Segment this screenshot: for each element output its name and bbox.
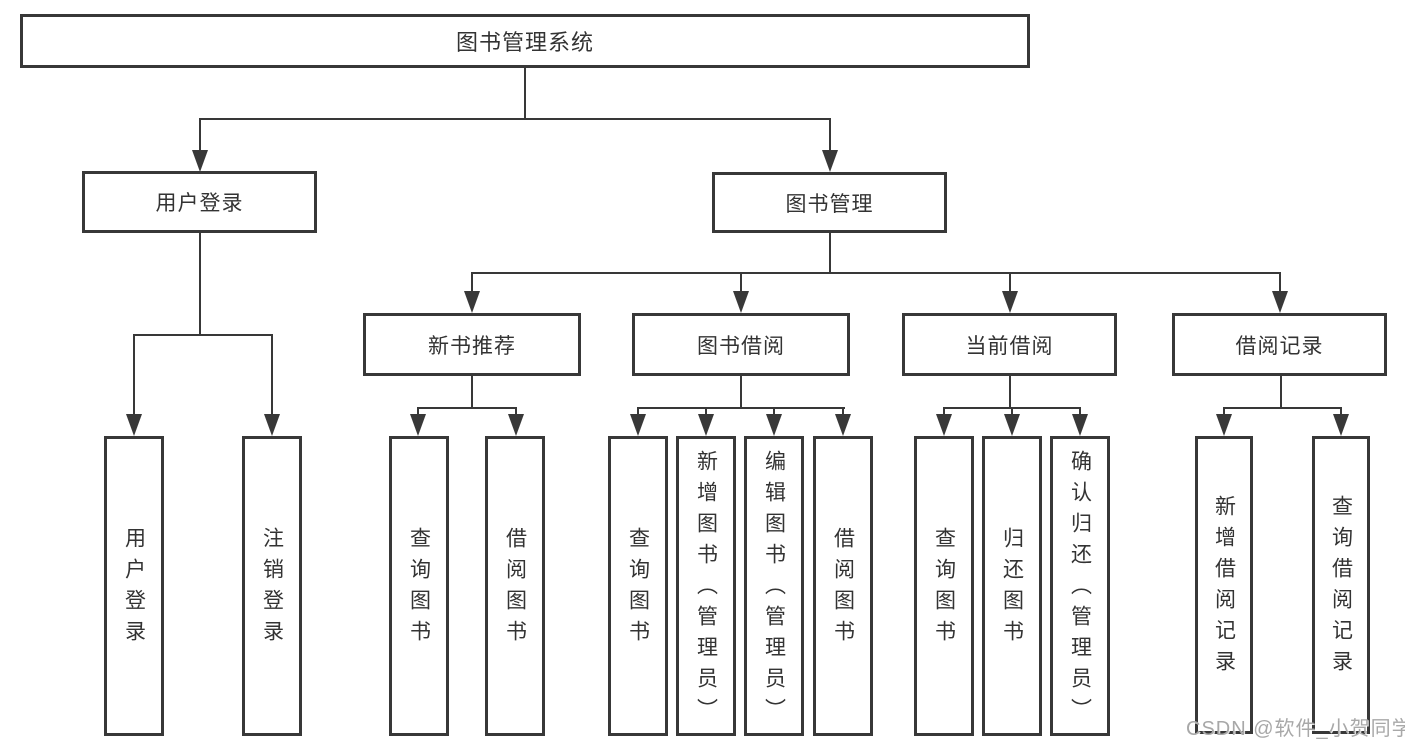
connector-to-leaf-query-book-current (943, 407, 945, 416)
connector-root-split-line (199, 118, 831, 120)
leaf-query-book-rec: 查询图书 (389, 436, 449, 736)
arrow-to-leaf-edit-book-icon (766, 414, 782, 436)
leaf-borrow-book-rec: 借阅图书 (485, 436, 545, 736)
arrow-to-leaf-add-borrow-record-icon (1216, 414, 1232, 436)
connector-to-leaf-user-login (133, 334, 135, 416)
leaf-user-login-label: 用户登录 (122, 527, 146, 651)
connector-to-leaf-query-book-rec (417, 407, 419, 416)
node-new-book-recommend-label: 新书推荐 (428, 334, 516, 358)
connector-to-leaf-confirm-return (1079, 407, 1081, 416)
arrow-to-leaf-query-book-rec-icon (410, 414, 426, 436)
leaf-logout-label: 注销登录 (260, 527, 284, 651)
leaf-add-borrow-record-label: 新增借阅记录 (1212, 495, 1236, 681)
connector-new-book-recommend-stem (471, 376, 473, 409)
connector-to-leaf-add-borrow-record (1223, 407, 1225, 416)
leaf-edit-book-label: 编辑图书（管理员） (762, 449, 786, 729)
node-book-borrow: 图书借阅 (632, 313, 850, 376)
leaf-borrow-book-borrow: 借阅图书 (813, 436, 873, 736)
leaf-confirm-return: 确认归还（管理员） (1050, 436, 1110, 736)
arrow-to-leaf-logout-icon (264, 414, 280, 436)
leaf-query-book-current: 查询图书 (914, 436, 974, 736)
leaf-add-book-label: 新增图书（管理员） (694, 449, 718, 729)
connector-book-management-split-line (471, 272, 1281, 274)
connector-to-leaf-logout (271, 334, 273, 416)
connector-user-login-stem (199, 233, 201, 336)
arrow-to-leaf-add-book-icon (698, 414, 714, 436)
connector-to-book-borrow (740, 272, 742, 293)
arrow-to-leaf-query-book-borrow-icon (630, 414, 646, 436)
connector-borrow-record-stem (1280, 376, 1282, 409)
node-book-management-label: 图书管理 (785, 192, 874, 216)
connector-to-book-management (829, 118, 831, 152)
connector-root-stem (524, 68, 526, 120)
node-user-login: 用户登录 (82, 171, 317, 233)
connector-to-current-borrow (1009, 272, 1011, 293)
leaf-add-borrow-record: 新增借阅记录 (1195, 436, 1253, 734)
connector-to-leaf-edit-book (773, 407, 775, 416)
arrow-to-leaf-return-book-icon (1004, 414, 1020, 436)
node-book-management: 图书管理 (712, 172, 947, 233)
arrow-to-current-borrow-icon (1002, 291, 1018, 313)
connector-to-leaf-query-borrow-record (1340, 407, 1342, 416)
node-root-label: 图书管理系统 (455, 30, 594, 55)
leaf-query-borrow-record: 查询借阅记录 (1312, 436, 1370, 734)
leaf-query-book-rec-label: 查询图书 (407, 527, 431, 651)
connector-to-borrow-record (1279, 272, 1281, 293)
node-new-book-recommend: 新书推荐 (363, 313, 581, 376)
leaf-borrow-book-borrow-label: 借阅图书 (831, 527, 855, 651)
leaf-return-book-label: 归还图书 (1000, 527, 1024, 651)
arrow-to-leaf-borrow-book-borrow-icon (835, 414, 851, 436)
leaf-query-book-current-label: 查询图书 (932, 527, 956, 651)
connector-book-borrow-split-line (637, 407, 845, 409)
arrow-to-leaf-query-book-current-icon (936, 414, 952, 436)
connector-book-borrow-stem (740, 376, 742, 409)
connector-to-user-login (199, 118, 201, 152)
connector-current-borrow-stem (1009, 376, 1011, 409)
leaf-return-book: 归还图书 (982, 436, 1042, 736)
arrow-to-leaf-borrow-book-rec-icon (508, 414, 524, 436)
node-book-borrow-label: 图书借阅 (697, 334, 785, 358)
node-current-borrow: 当前借阅 (902, 313, 1117, 376)
connector-to-new-book-recommend (471, 272, 473, 293)
leaf-edit-book: 编辑图书（管理员） (744, 436, 804, 736)
node-user-login-label: 用户登录 (155, 192, 244, 215)
connector-borrow-record-split-line (1223, 407, 1342, 409)
connector-user-login-split-line (133, 334, 273, 336)
connector-to-leaf-add-book (705, 407, 707, 416)
arrow-to-leaf-query-borrow-record-icon (1333, 414, 1349, 436)
leaf-user-login: 用户登录 (104, 436, 164, 736)
node-current-borrow-label: 当前借阅 (965, 334, 1054, 358)
connector-to-leaf-borrow-book-rec (515, 407, 517, 416)
connector-book-management-stem (829, 233, 831, 274)
leaf-query-borrow-record-label: 查询借阅记录 (1329, 495, 1353, 681)
node-root: 图书管理系统 (20, 14, 1030, 68)
connector-new-book-recommend-split-line (417, 407, 517, 409)
connector-to-leaf-borrow-book-borrow (842, 407, 844, 416)
arrow-to-leaf-user-login-icon (126, 414, 142, 436)
leaf-query-book-borrow: 查询图书 (608, 436, 668, 736)
leaf-borrow-book-rec-label: 借阅图书 (503, 527, 527, 651)
node-borrow-record-label: 借阅记录 (1235, 334, 1324, 358)
arrow-to-user-login-icon (192, 150, 208, 172)
arrow-to-book-management-icon (822, 150, 838, 172)
leaf-add-book: 新增图书（管理员） (676, 436, 736, 736)
arrow-to-leaf-confirm-return-icon (1072, 414, 1088, 436)
node-borrow-record: 借阅记录 (1172, 313, 1387, 376)
arrow-to-book-borrow-icon (733, 291, 749, 313)
leaf-logout: 注销登录 (242, 436, 302, 736)
arrow-to-new-book-recommend-icon (464, 291, 480, 313)
connector-to-leaf-return-book (1011, 407, 1013, 416)
leaf-confirm-return-label: 确认归还（管理员） (1068, 449, 1092, 729)
connector-to-leaf-query-book-borrow (637, 407, 639, 416)
arrow-to-borrow-record-icon (1272, 291, 1288, 313)
csdn-watermark: CSDN @软件_小贺同学 (1186, 718, 1405, 740)
leaf-query-book-borrow-label: 查询图书 (626, 527, 650, 651)
